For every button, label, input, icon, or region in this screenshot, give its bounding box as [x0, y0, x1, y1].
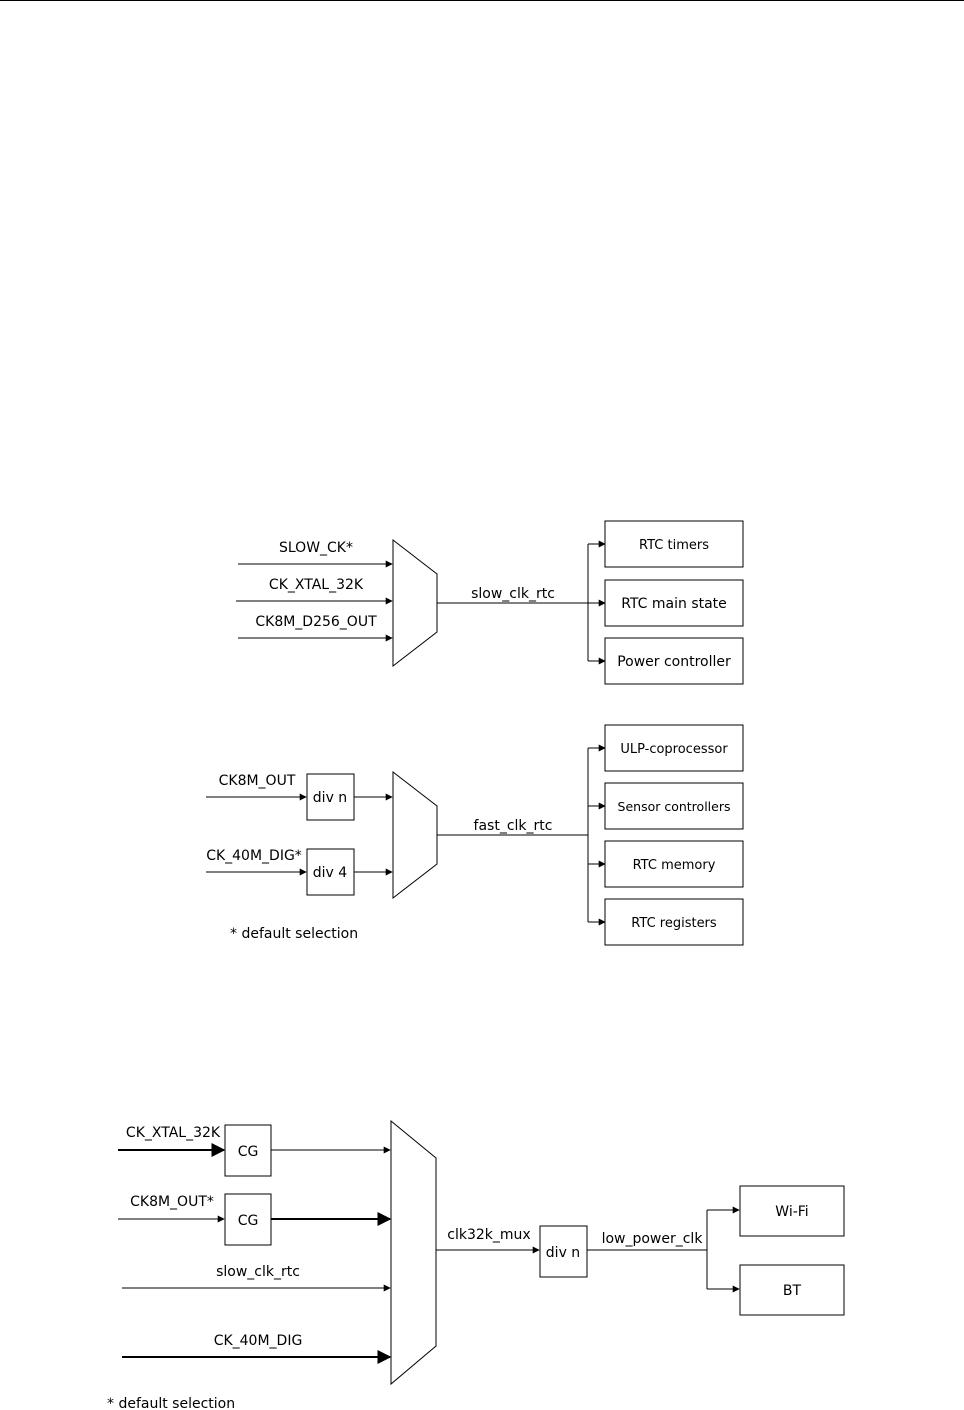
target-label-rtc-main-state: RTC main state [621, 596, 727, 612]
low-power-clk-label: low_power_clk [602, 1231, 704, 1247]
fast-clk-mux [392, 770, 438, 900]
target-box-sensor-controllers [604, 782, 744, 830]
input-label-slow-clk-rtc: slow_clk_rtc [216, 1264, 300, 1280]
fast-clock-diagram: CK8M_OUT div n CK_40M_DIG* div 4 fast_cl… [206, 724, 744, 946]
clk32k-mux-label: clk32k_mux [447, 1227, 530, 1243]
divider-box-div-4 [306, 848, 355, 896]
low-power-mux [390, 1119, 437, 1386]
input-label-ck-40m-dig: CK_40M_DIG* [206, 848, 302, 864]
default-selection-note: * default selection [230, 926, 358, 942]
divider-label-div-n: div n [313, 790, 347, 806]
target-label-power-controller: Power controller [617, 654, 731, 670]
input-label-slow-ck: SLOW_CK* [279, 540, 353, 556]
target-box-rtc-memory [604, 840, 744, 888]
target-label-wifi: Wi-Fi [775, 1204, 808, 1220]
divider-label-div-n-2: div n [546, 1245, 580, 1261]
divider-box-div-n-2 [539, 1225, 588, 1278]
input-label-ck8m-d256-out: CK8M_D256_OUT [255, 614, 377, 630]
input-label-ck-xtal-32k: CK_XTAL_32K [269, 577, 364, 593]
low-power-clock-diagram: CK_XTAL_32K CG CK8M_OUT* CG slow_clk_rtc… [107, 1119, 845, 1410]
divider-label-div-4: div 4 [313, 865, 348, 881]
target-box-rtc-main-state [604, 579, 744, 627]
target-label-rtc-timers: RTC timers [639, 538, 709, 553]
target-label-ulp-coprocessor: ULP-coprocessor [620, 742, 728, 757]
target-box-rtc-registers [604, 898, 744, 946]
fast-clk-rtc-label: fast_clk_rtc [474, 818, 553, 834]
target-box-bt [739, 1264, 845, 1316]
target-label-sensor-controllers: Sensor controllers [618, 799, 731, 814]
target-label-rtc-registers: RTC registers [631, 916, 717, 931]
target-box-power-controller [604, 637, 744, 685]
gate-label-cg-1: CG [238, 1144, 259, 1160]
gate-box-cg-1 [224, 1124, 272, 1177]
input-label-ck-xtal-32k-2: CK_XTAL_32K [126, 1125, 221, 1141]
target-box-ulp-coprocessor [604, 724, 744, 772]
input-label-ck8m-out: CK8M_OUT [219, 773, 296, 789]
target-box-rtc-timers [604, 520, 744, 568]
default-selection-note-2: * default selection [107, 1396, 235, 1410]
slow-clock-diagram: SLOW_CK* CK_XTAL_32K CK8M_D256_OUT slow_… [236, 520, 744, 685]
slow-clk-mux [392, 538, 438, 668]
gate-label-cg-2: CG [238, 1213, 259, 1229]
target-label-rtc-memory: RTC memory [633, 858, 716, 873]
slow-clk-rtc-label: slow_clk_rtc [471, 586, 555, 602]
divider-box-div-n [306, 773, 355, 821]
page-top-rule [0, 0, 964, 1]
target-label-bt: BT [783, 1283, 802, 1299]
target-box-wifi [739, 1185, 845, 1237]
input-label-ck-40m-dig-2: CK_40M_DIG [214, 1333, 303, 1349]
input-label-ck8m-out-2: CK8M_OUT* [130, 1194, 214, 1210]
